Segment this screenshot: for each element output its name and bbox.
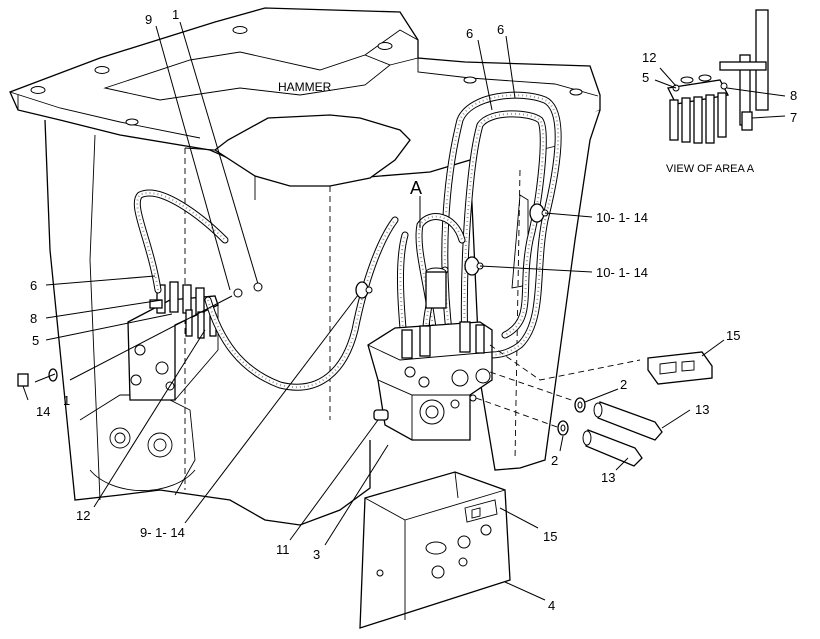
callout-8-left: 8 — [30, 311, 37, 326]
callout-5-inset: 5 — [642, 70, 649, 85]
callout-10-1-14-lower: 10- 1- 14 — [596, 265, 648, 280]
left-manifold — [127, 281, 219, 401]
callout-11: 11 — [276, 542, 290, 557]
callout-9-1-14: 9- 1- 14 — [140, 525, 185, 540]
guard-4 — [359, 471, 511, 629]
callout-6-top-b: 6 — [497, 22, 504, 37]
callout-13-upper: 13 — [695, 402, 709, 417]
hammer-label: HAMMER — [278, 80, 332, 94]
bolt-13-upper — [489, 371, 663, 441]
callout-15-upper: 15 — [726, 328, 740, 343]
hose-right-bundle — [396, 91, 562, 359]
clamp-10-1-14-upper — [529, 203, 549, 223]
callout-7-inset: 7 — [790, 110, 797, 125]
callout-8-inset: 8 — [790, 88, 797, 103]
hose-long-left — [204, 216, 399, 391]
section-letter-a: A — [410, 178, 422, 198]
callout-3: 3 — [313, 547, 320, 562]
callout-14-left: 14 — [36, 404, 50, 419]
callout-15-lower: 15 — [543, 529, 557, 544]
callout-13-lower: 13 — [601, 470, 615, 485]
labels: HAMMER A VIEW OF AREA A 9 1 6 8 5 1 14 1… — [30, 7, 797, 613]
washer-2-upper — [574, 397, 586, 413]
callout-2-lower: 2 — [551, 453, 558, 468]
inset-caption: VIEW OF AREA A — [666, 163, 755, 175]
callout-1-left: 1 — [63, 393, 70, 408]
part-15-upper — [489, 344, 713, 385]
valve-block — [367, 267, 493, 441]
callout-5-left: 5 — [32, 333, 39, 348]
callout-6-top-a: 6 — [466, 26, 473, 41]
washer-2-lower — [557, 420, 569, 436]
callout-1-top: 1 — [172, 7, 179, 22]
callout-6-left: 6 — [30, 278, 37, 293]
callout-12-inset: 12 — [642, 50, 656, 65]
hose-left-loop — [133, 189, 229, 294]
callout-4: 4 — [548, 598, 555, 613]
leader-lines — [17, 21, 786, 601]
callout-9-top: 9 — [145, 12, 152, 27]
callout-10-1-14-upper: 10- 1- 14 — [596, 210, 648, 225]
bolt-13-lower — [475, 397, 643, 467]
clamp-10-1-14-lower — [464, 256, 484, 276]
callout-12-bottom: 12 — [76, 508, 90, 523]
inset-area-a — [667, 9, 769, 144]
clamp-9-1-14 — [355, 281, 373, 299]
callout-2-upper: 2 — [620, 377, 627, 392]
